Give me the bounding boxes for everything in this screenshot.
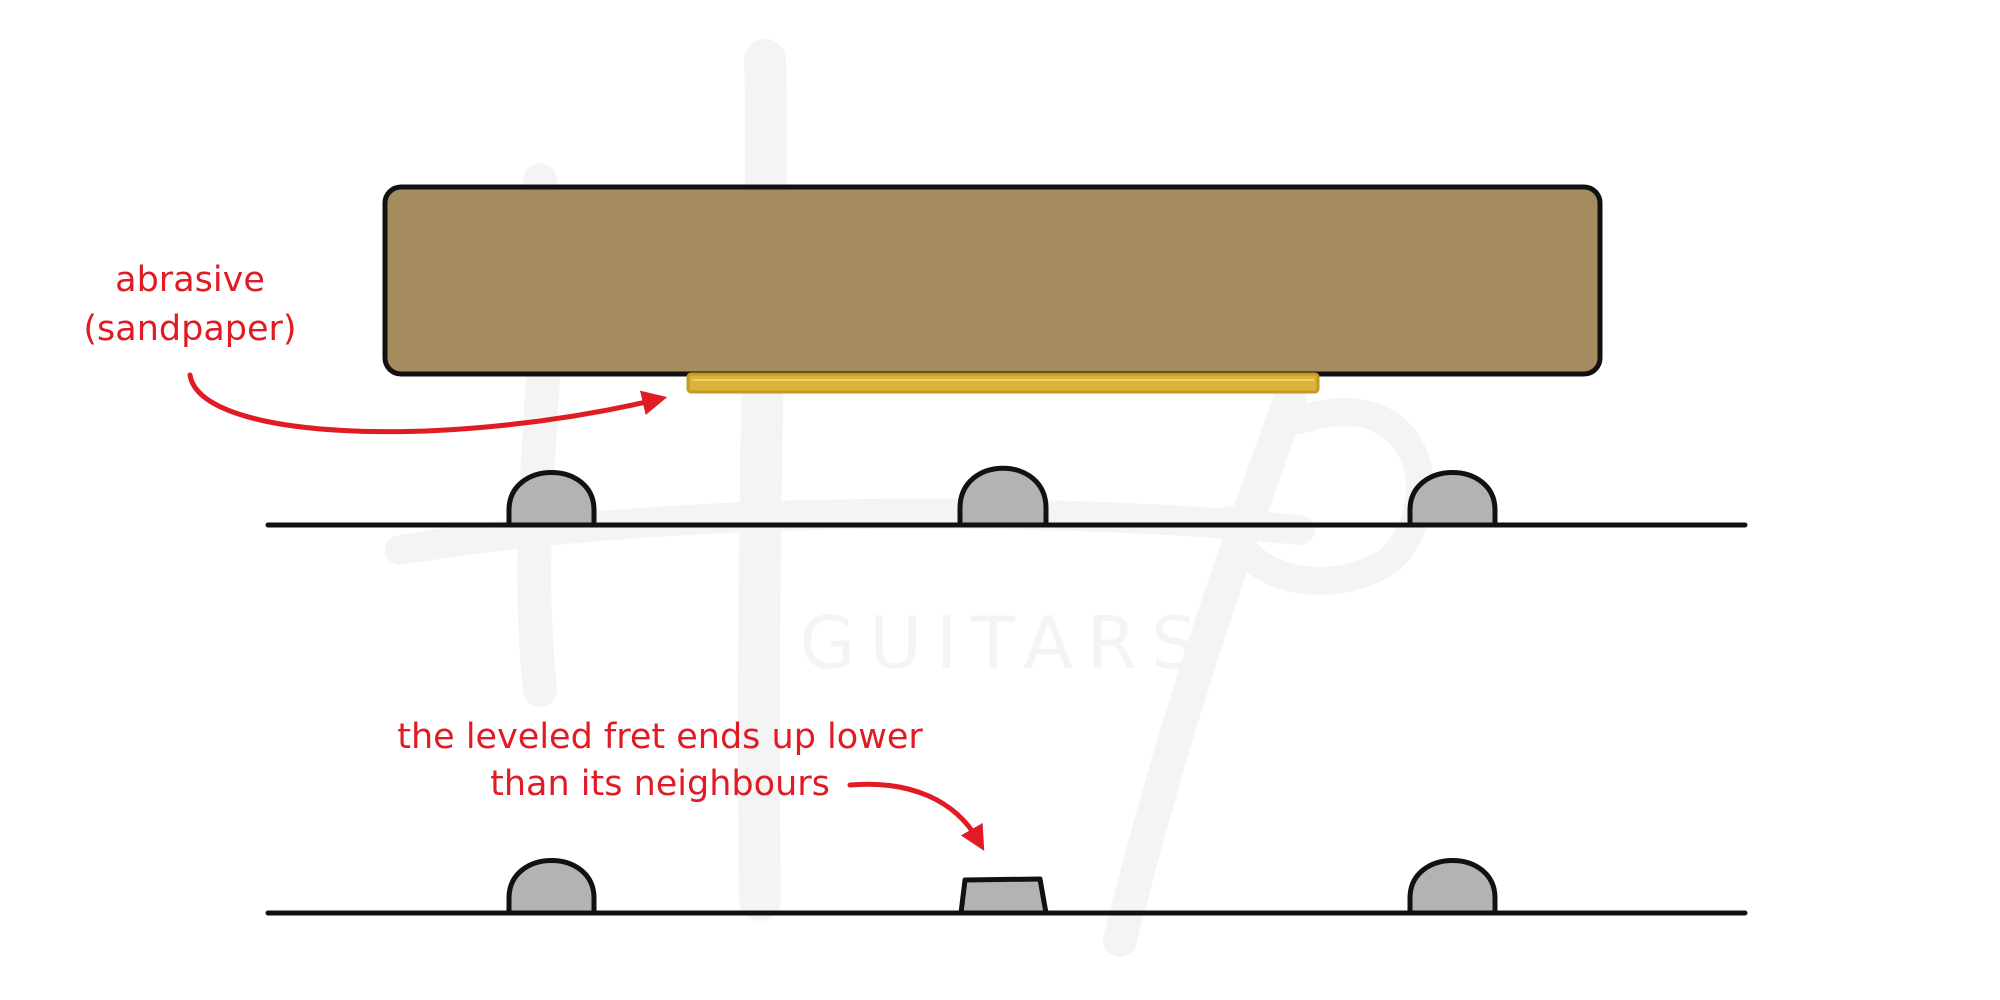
fret-crown-icon (506, 470, 597, 528)
top-fretboard (265, 465, 1748, 528)
leveling-beam-icon (382, 184, 1603, 377)
sandpaper-label: (sandpaper) (83, 309, 296, 349)
fret-crown-icon (506, 858, 597, 916)
watermark-text: GUITARS (799, 601, 1210, 685)
result-label-line1: the leveled fret ends up lower (397, 717, 923, 757)
fret-crown-icon (1407, 858, 1498, 916)
curved-arrow-icon (847, 781, 985, 851)
bottom-fretboard (265, 858, 1748, 916)
curved-arrow-icon (187, 372, 668, 435)
fret-crown-icon (957, 465, 1049, 528)
abrasive-annotation: abrasive (sandpaper) (83, 260, 668, 435)
abrasive-label: abrasive (115, 260, 265, 300)
sandpaper-strip (686, 372, 1320, 394)
leveled-fret-icon (958, 876, 1049, 916)
result-label-line2: than its neighbours (490, 764, 830, 804)
result-annotation: the leveled fret ends up lower than its … (397, 717, 985, 851)
fret-crown-icon (1407, 470, 1498, 528)
